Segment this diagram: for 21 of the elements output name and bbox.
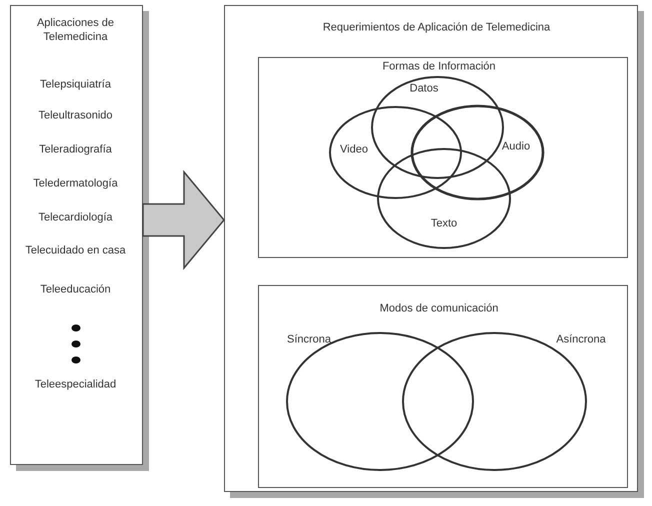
venn-label: Texto [430,216,458,232]
list-item: Telecuidado en casa [25,243,126,258]
venn-label: Síncrona [286,332,332,348]
block-arrow [142,170,225,270]
list-item: Teleultrasonido [38,108,112,123]
heading: Aplicaciones de Telemedicina [36,16,116,46]
venn-label: Audio [502,140,530,154]
group-box [258,56,628,258]
group-title: Modos de comunicación [380,302,498,316]
list-item: Teleradiografía [39,142,112,157]
list-item: Teleespecialidad [34,377,116,392]
venn-label: Video [340,142,368,158]
list-item: Teledermatología [33,176,118,191]
venn-label: Datos [410,82,438,96]
group-box [258,284,628,488]
panel-heading: Requerimientos de Aplicación de Telemedicina [322,20,550,35]
list-item: Telepsiquiatría [40,77,111,92]
venn-label: Asíncrona [556,332,606,348]
list-item: Teleeducación [40,282,111,297]
group-title: Formas de Información [382,60,496,74]
list-item: Telecardiología [38,210,112,225]
